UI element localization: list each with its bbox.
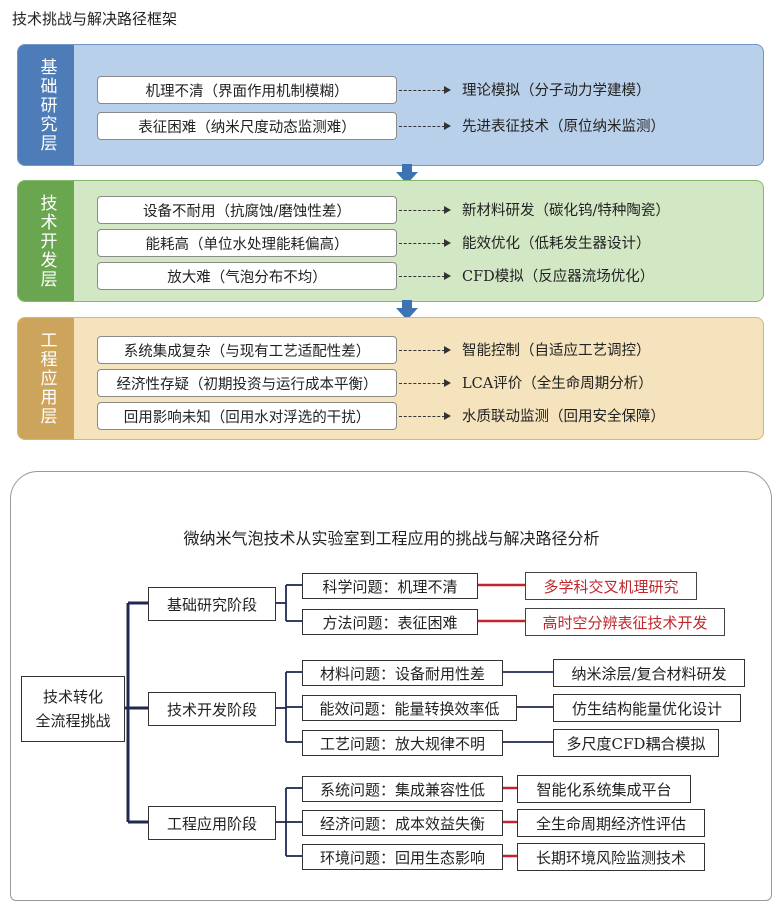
tree-problem: 工艺问题：放大规律不明 <box>302 730 503 756</box>
tree-solution: 全生命周期经济性评估 <box>517 809 705 837</box>
tree-solution: 高时空分辨表征技术开发 <box>525 608 725 636</box>
solution-text: CFD模拟（反应器流场优化） <box>462 269 655 285</box>
solution-text: 能效优化（低耗发生器设计） <box>462 236 651 252</box>
tree-problem: 方法问题：表征困难 <box>302 609 478 635</box>
solution-text: 水质联动监测（回用安全保障） <box>462 409 665 425</box>
tree-solution: 智能化系统集成平台 <box>517 775 691 803</box>
tree-solution: 多学科交叉机理研究 <box>525 572 697 600</box>
framework-title: 技术挑战与解决路径框架 <box>12 10 178 28</box>
solution-text: 新材料研发（碳化钨/特种陶瓷） <box>462 203 670 219</box>
layer-label: 基础研究层 <box>18 45 74 165</box>
dashed-arrow <box>399 272 451 280</box>
dashed-arrow <box>399 86 451 94</box>
tree-problem: 科学问题：机理不清 <box>302 573 478 599</box>
tree-title: 微纳米气泡技术从实验室到工程应用的挑战与解决路径分析 <box>183 529 600 548</box>
tree-root: 技术转化全流程挑战 <box>21 676 125 742</box>
tree-solution: 仿生结构能量优化设计 <box>553 694 741 722</box>
problem-box: 系统集成复杂（与现有工艺适配性差） <box>97 336 397 364</box>
layer-label: 工程应用层 <box>18 318 74 439</box>
stage-eng: 工程应用阶段 <box>148 806 276 840</box>
tree-problem: 经济问题：成本效益失衡 <box>302 810 503 836</box>
tree-problem: 能效问题：能量转换效率低 <box>302 695 517 721</box>
problem-box: 经济性存疑（初期投资与运行成本平衡） <box>97 369 397 397</box>
problem-box: 设备不耐用（抗腐蚀/磨蚀性差） <box>97 196 397 224</box>
stage-basic: 基础研究阶段 <box>148 587 276 621</box>
solution-text: LCA评价（全生命周期分析） <box>462 376 653 392</box>
solution-text: 先进表征技术（原位纳米监测） <box>462 119 665 135</box>
tree-solution: 多尺度CFD耦合模拟 <box>553 729 719 757</box>
layer-basic-research: 基础研究层 <box>17 44 764 166</box>
problem-box: 机理不清（界面作用机制模糊） <box>97 76 397 104</box>
solution-text: 理论模拟（分子动力学建模） <box>462 83 651 99</box>
dashed-arrow <box>399 379 451 387</box>
tree-problem: 系统问题：集成兼容性低 <box>302 776 503 802</box>
stage-dev: 技术开发阶段 <box>148 692 276 726</box>
dashed-arrow <box>399 239 451 247</box>
solution-text: 智能控制（自适应工艺调控） <box>462 343 651 359</box>
tree-problem: 环境问题：回用生态影响 <box>302 844 503 870</box>
problem-box: 表征困难（纳米尺度动态监测难） <box>97 112 397 140</box>
dashed-arrow <box>399 206 451 214</box>
tree-problem: 材料问题：设备耐用性差 <box>302 660 503 686</box>
tree-solution: 长期环境风险监测技术 <box>517 843 705 871</box>
problem-box: 能耗高（单位水处理能耗偏高） <box>97 229 397 257</box>
dashed-arrow <box>399 346 451 354</box>
problem-box: 放大难（气泡分布不均） <box>97 262 397 290</box>
dashed-arrow <box>399 412 451 420</box>
layer-label: 技术开发层 <box>18 181 74 301</box>
problem-box: 回用影响未知（回用水对浮选的干扰） <box>97 402 397 430</box>
tree-solution: 纳米涂层/复合材料研发 <box>553 659 745 687</box>
dashed-arrow <box>399 122 451 130</box>
